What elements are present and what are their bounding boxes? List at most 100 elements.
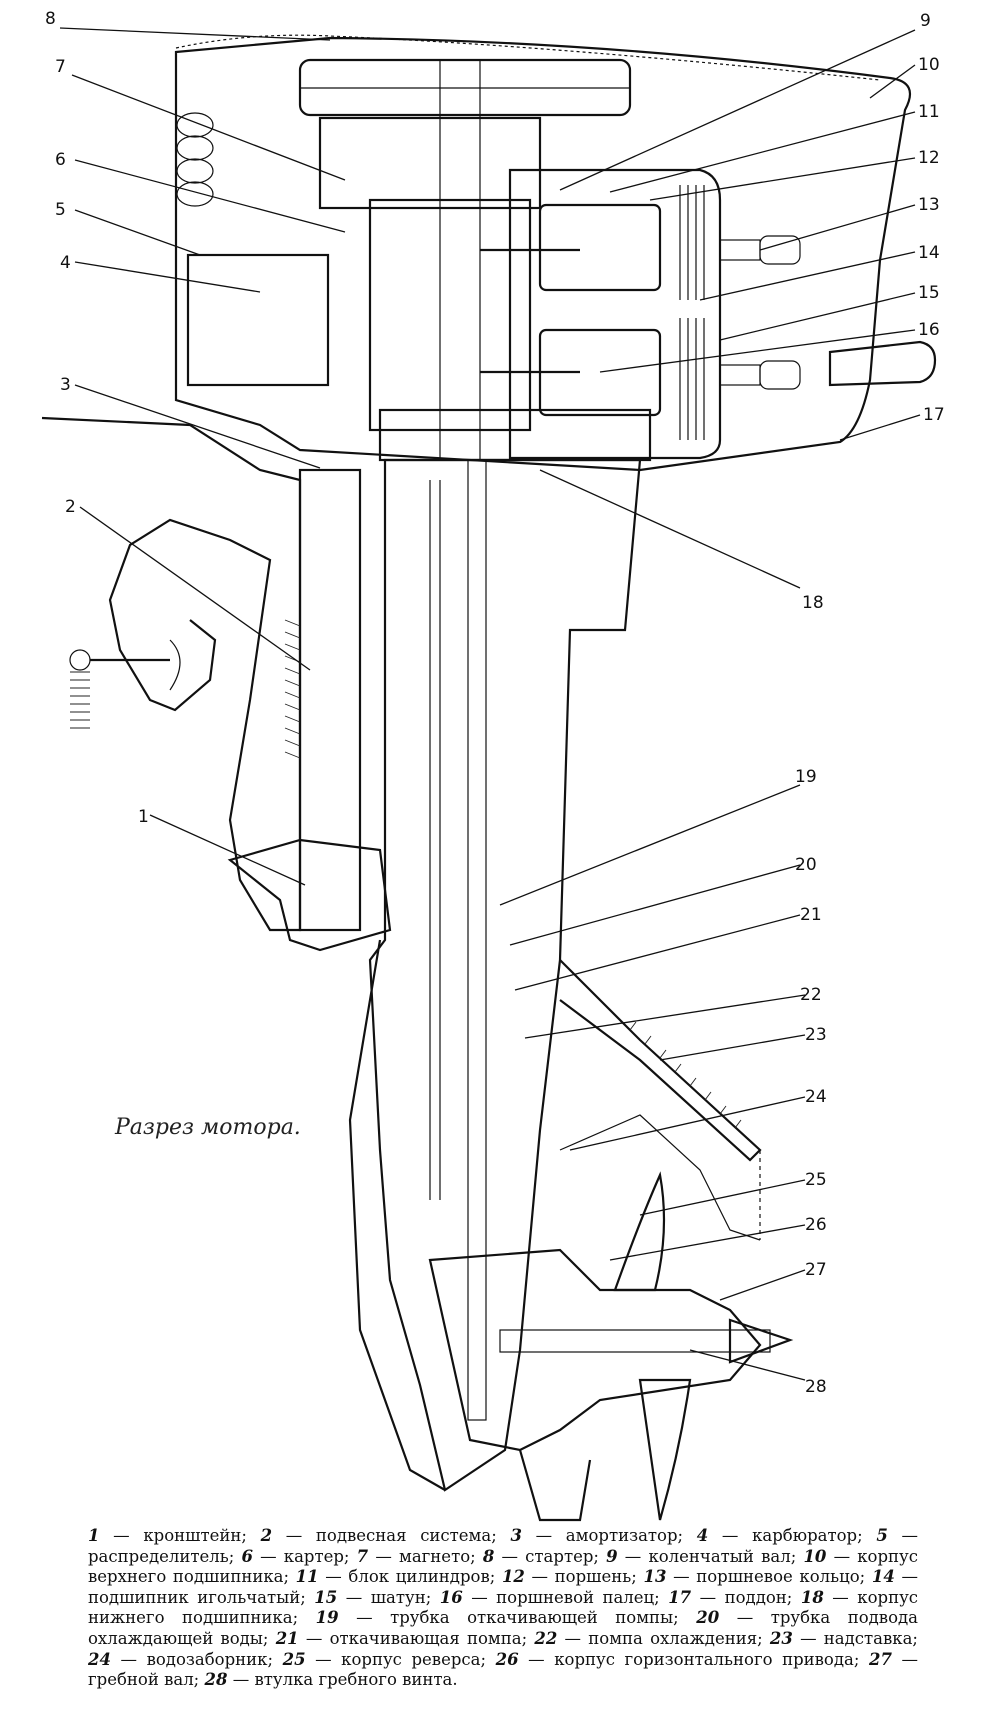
propeller-hub-cone xyxy=(728,1318,794,1364)
transom-bracket xyxy=(41,416,302,932)
legend-text: — амортизатор; xyxy=(521,1526,697,1545)
skeg xyxy=(518,1449,592,1522)
propeller-blade-upper xyxy=(613,1171,666,1292)
legend-number: 9 xyxy=(606,1546,618,1566)
callout-18: 18 xyxy=(802,593,824,613)
clamp-screw xyxy=(69,639,181,729)
callout-14: 14 xyxy=(918,243,940,263)
lower-bearing-housing xyxy=(378,408,652,462)
callout-26: 26 xyxy=(805,1215,827,1235)
legend-text: — подшипник игольчатый; xyxy=(88,1567,918,1607)
callout-27: 27 xyxy=(805,1260,827,1280)
legend-entry-8: 8 — стартер; xyxy=(483,1547,606,1566)
spark-plugs xyxy=(719,235,801,390)
callout-11: 11 xyxy=(918,102,940,122)
legend-number: 17 xyxy=(668,1587,692,1607)
legend-text: — картер; xyxy=(252,1546,357,1566)
legend-entry-9: 9 — коленчатый вал; xyxy=(606,1547,803,1566)
callout-19: 19 xyxy=(795,767,817,787)
legend-number: 15 xyxy=(314,1587,338,1607)
magneto-block xyxy=(318,116,542,210)
legend-number: 27 xyxy=(868,1649,892,1669)
legend-entry-5: 5 — распределитель; xyxy=(88,1526,918,1566)
legend-number: 8 xyxy=(482,1546,495,1566)
legend-number: 25 xyxy=(282,1649,306,1669)
legend-number: 16 xyxy=(439,1587,463,1607)
legend-text: — шатун; xyxy=(337,1587,440,1607)
extension-hatching xyxy=(629,1021,742,1129)
legend-text: — поршневой палец; xyxy=(462,1587,669,1607)
callout-9: 9 xyxy=(920,11,931,31)
legend-text: — корпус горизонтального привода; xyxy=(518,1649,869,1669)
legend-entry-18: 18 — корпус нижнего подшипника; xyxy=(88,1588,918,1628)
legend-number: 10 xyxy=(803,1546,827,1566)
legend-entry-16: 16 — поршневой палец; xyxy=(440,1588,668,1607)
legend-entry-7: 7 — магнето; xyxy=(357,1547,483,1566)
callout-8: 8 xyxy=(45,9,56,29)
starter-rope-coil xyxy=(176,112,214,207)
legend-entry-28: 28 — втулка гребного винта. xyxy=(205,1670,458,1689)
suspension-tube xyxy=(298,468,362,932)
legend-entry-19: 19 — трубка откачивающей помпы; xyxy=(316,1608,697,1627)
propeller-shaft xyxy=(499,1329,771,1353)
legend-entry-4: 4 — карбюратор; xyxy=(697,1526,877,1545)
legend-number: 12 xyxy=(501,1567,525,1587)
legend-text: — водозаборник; xyxy=(110,1649,283,1669)
drive-shaft-housing xyxy=(368,458,642,1492)
tiller-handle xyxy=(828,340,937,387)
legend-number: 1 xyxy=(88,1526,100,1545)
legend-text: — стартер; xyxy=(494,1546,607,1566)
legend-text: — кронштейн; xyxy=(99,1526,261,1545)
legend-text: — коленчатый вал; xyxy=(617,1546,804,1566)
callout-28: 28 xyxy=(805,1377,827,1397)
legend-number: 22 xyxy=(534,1628,558,1648)
legend-entry-25: 25 — корпус реверса; xyxy=(283,1650,496,1669)
legend-number: 18 xyxy=(800,1587,824,1607)
legend-text: — карбюратор; xyxy=(708,1526,877,1545)
legend-entry-17: 17 — поддон; xyxy=(668,1588,801,1607)
callout-2: 2 xyxy=(65,497,76,517)
legend-entry-11: 11 — блок цилиндров; xyxy=(296,1567,502,1586)
propeller-blade-lower xyxy=(638,1378,692,1521)
legend-text: — магнето; xyxy=(368,1546,483,1566)
figure-caption: Разрез мотора. xyxy=(115,1115,301,1140)
legend-number: 5 xyxy=(876,1526,888,1545)
callout-21: 21 xyxy=(800,905,822,925)
legend-text: — блок цилиндров; xyxy=(318,1567,502,1587)
drive-shaft xyxy=(467,459,487,1421)
callout-23: 23 xyxy=(805,1025,827,1045)
starter-rope xyxy=(175,34,881,81)
legend-entry-3: 3 — амортизатор; xyxy=(510,1526,696,1545)
legend-number: 21 xyxy=(275,1628,299,1648)
engine-cowl xyxy=(174,36,912,472)
legend-number: 11 xyxy=(295,1567,319,1587)
legend-text: — поршень; xyxy=(524,1567,644,1587)
callout-13: 13 xyxy=(918,195,940,215)
legend-entry-10: 10 — корпус верхнего подшипника; xyxy=(88,1547,918,1587)
legend-entry-24: 24 — водозаборник; xyxy=(88,1650,283,1669)
callout-10: 10 xyxy=(918,55,940,75)
water-intake xyxy=(559,1114,761,1241)
callout-17: 17 xyxy=(923,405,945,425)
legend-text: — корпус реверса; xyxy=(305,1649,496,1669)
legend-number: 23 xyxy=(769,1628,793,1648)
legend-text: — трубка откачивающей помпы; xyxy=(338,1608,697,1628)
crankcase-block xyxy=(368,198,532,432)
legend-entry-22: 22 — помпа охлаждения; xyxy=(534,1629,770,1648)
legend-text: — корпус нижнего подшипника; xyxy=(88,1587,919,1628)
legend-number: 6 xyxy=(241,1546,253,1566)
carburetor xyxy=(186,253,330,387)
callout-16: 16 xyxy=(918,320,940,340)
legend-number: 14 xyxy=(871,1567,895,1587)
crankshaft-shaft xyxy=(439,59,481,461)
legend-entry-12: 12 — поршень; xyxy=(502,1567,644,1586)
legend-text: — корпус верхнего подшипника; xyxy=(88,1546,918,1587)
legend-entry-2: 2 — подвесная система; xyxy=(261,1526,511,1545)
legend-number: 19 xyxy=(315,1608,339,1628)
legend-entry-15: 15 — шатун; xyxy=(314,1588,439,1607)
upper-piston xyxy=(538,203,662,292)
cylinder-block xyxy=(508,168,722,460)
legend-entry-26: 26 — корпус горизонтального привода; xyxy=(496,1650,869,1669)
